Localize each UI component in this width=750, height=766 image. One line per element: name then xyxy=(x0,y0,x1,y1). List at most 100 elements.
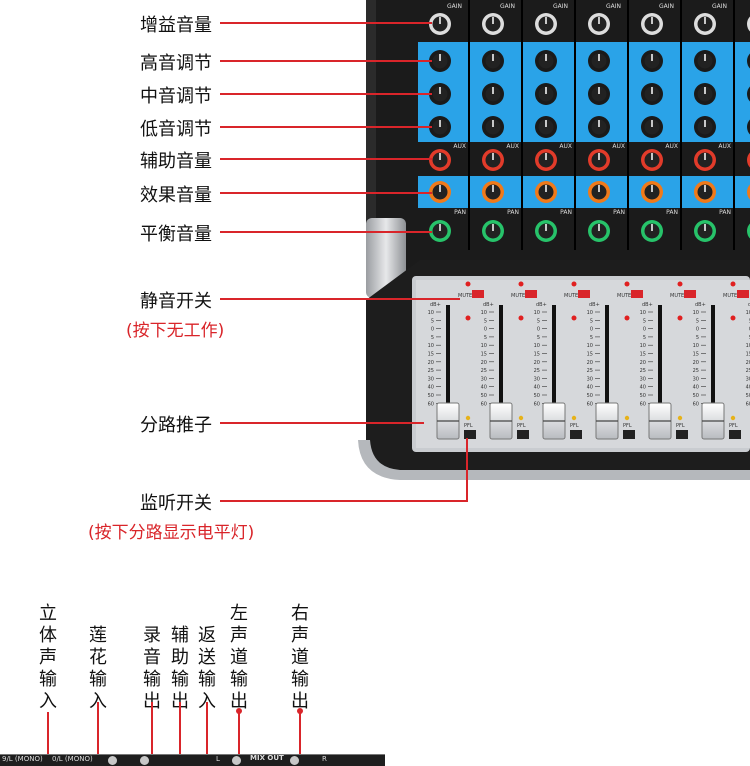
pan-tag: PAN xyxy=(613,209,625,216)
pfl-button xyxy=(623,430,635,439)
leader-pfl-v xyxy=(466,438,468,502)
mute-button xyxy=(525,290,537,298)
fader-scale-tick: 30 xyxy=(534,376,540,382)
mute-text: MUTE xyxy=(511,293,525,299)
gain-tag: GAIN xyxy=(606,3,621,10)
rear-leader-3 xyxy=(151,702,153,762)
fader-slot xyxy=(711,305,715,415)
fader-scale-tick: 25 xyxy=(640,368,646,374)
leader-aux xyxy=(220,158,432,160)
gain-tag: GAIN xyxy=(659,3,674,10)
fader-scale-tick: 0 xyxy=(431,327,434,333)
pfl-text: PFL xyxy=(623,423,632,429)
fader-scale-tick: 30 xyxy=(746,376,750,382)
mute-button xyxy=(578,290,590,298)
fader-scale-tick: 0 xyxy=(537,327,540,333)
fader-scale-tick: 5 xyxy=(431,335,434,341)
pan-tag: PAN xyxy=(560,209,572,216)
rear-jack-4 xyxy=(290,756,299,765)
aux-tag: AUX xyxy=(612,143,625,150)
fader-scale-tick: 20 xyxy=(534,360,540,366)
fader-scale-tick: 60 xyxy=(746,401,750,407)
leader-fader xyxy=(220,422,424,424)
label-pfl: 监听开关 xyxy=(140,493,212,514)
mute-text: MUTE xyxy=(723,293,737,299)
leader-pan xyxy=(220,231,432,233)
peak-led xyxy=(677,315,683,321)
leader-mute xyxy=(220,298,460,300)
fader-scale-tick: 5 xyxy=(696,335,699,341)
fader-scale-tick: 50 xyxy=(640,393,646,399)
fader-scale-tick: 15 xyxy=(587,352,593,358)
pfl-button xyxy=(464,430,476,439)
label-aux: 辅助音量 xyxy=(140,151,212,172)
rear-leader-7 xyxy=(299,712,301,762)
db-text: dB+ xyxy=(430,302,441,308)
rear-label-right-out: 右声道输出 xyxy=(291,603,309,712)
label-gain: 增益音量 xyxy=(140,15,212,36)
fader-scale-tick: 5 xyxy=(484,335,487,341)
fader-slot xyxy=(499,305,503,415)
fader-scale-tick: 20 xyxy=(746,360,750,366)
mute-led xyxy=(730,281,736,287)
pan-tag: PAN xyxy=(507,209,519,216)
aux-tag: AUX xyxy=(559,143,572,150)
pfl-led xyxy=(571,415,577,421)
pfl-button xyxy=(676,430,688,439)
aux-tag: AUX xyxy=(718,143,731,150)
db-text: dB+ xyxy=(695,302,706,308)
gain-knob xyxy=(747,16,750,32)
mute-text: MUTE xyxy=(458,293,472,299)
fader-scale-tick: 5 xyxy=(484,318,487,324)
gain-tag: GAIN xyxy=(553,3,568,10)
leader-pfl-h xyxy=(220,500,468,502)
mute-text: MUTE xyxy=(564,293,578,299)
rear-label-return-in: 返送输入 xyxy=(198,625,216,712)
fader-scale-tick: 10 xyxy=(481,310,487,316)
fader-scale-tick: 40 xyxy=(534,385,540,391)
peak-led xyxy=(624,315,630,321)
pfl-led xyxy=(624,415,630,421)
rear-panel-strip: 9/L (MONO) 0/L (MONO) MIX OUT L R xyxy=(0,754,385,766)
label-pan: 平衡音量 xyxy=(140,224,212,245)
fader-scale-tick: 40 xyxy=(693,385,699,391)
fader-scale-tick: 15 xyxy=(746,352,750,358)
pfl-text: PFL xyxy=(676,423,685,429)
fader-scale-tick: 50 xyxy=(693,393,699,399)
peak-led xyxy=(730,315,736,321)
fader-scale-tick: 40 xyxy=(428,385,434,391)
pfl-text: PFL xyxy=(729,423,738,429)
fader-scale-tick: 40 xyxy=(640,385,646,391)
pfl-led xyxy=(465,415,471,421)
fader-scale-tick: 25 xyxy=(587,368,593,374)
leader-eq-low xyxy=(220,126,432,128)
fader-slot xyxy=(605,305,609,415)
fader-scale-tick: 30 xyxy=(640,376,646,382)
mute-button xyxy=(631,290,643,298)
fader-scale-tick: 25 xyxy=(428,368,434,374)
pan-knob xyxy=(747,223,750,239)
peak-led xyxy=(571,315,577,321)
fader-scale-tick: 20 xyxy=(693,360,699,366)
fader-scale-tick: 10 xyxy=(428,310,434,316)
pfl-button xyxy=(729,430,741,439)
fader-scale-tick: 50 xyxy=(746,393,750,399)
fader-scale-tick: 60 xyxy=(587,401,593,407)
rear-mix-out-text: MIX OUT xyxy=(250,754,284,762)
fader-scale-tick: 10 xyxy=(640,310,646,316)
db-text: dB+ xyxy=(748,302,750,308)
rear-label-stereo-in: 立体声输入 xyxy=(39,603,57,712)
fader-scale-tick: 60 xyxy=(640,401,646,407)
rear-label-rec-out: 录音输出 xyxy=(143,625,161,712)
fader-scale-tick: 20 xyxy=(428,360,434,366)
rear-jack-2 xyxy=(140,756,149,765)
pan-tag: PAN xyxy=(454,209,466,216)
pan-tag: PAN xyxy=(666,209,678,216)
pfl-led xyxy=(730,415,736,421)
db-text: dB+ xyxy=(536,302,547,308)
fader-scale-tick: 5 xyxy=(590,318,593,324)
fader-scale-tick: 10 xyxy=(587,343,593,349)
rear-jack-1 xyxy=(108,756,117,765)
mute-led xyxy=(465,281,471,287)
fader-scale-tick: 0 xyxy=(484,327,487,333)
